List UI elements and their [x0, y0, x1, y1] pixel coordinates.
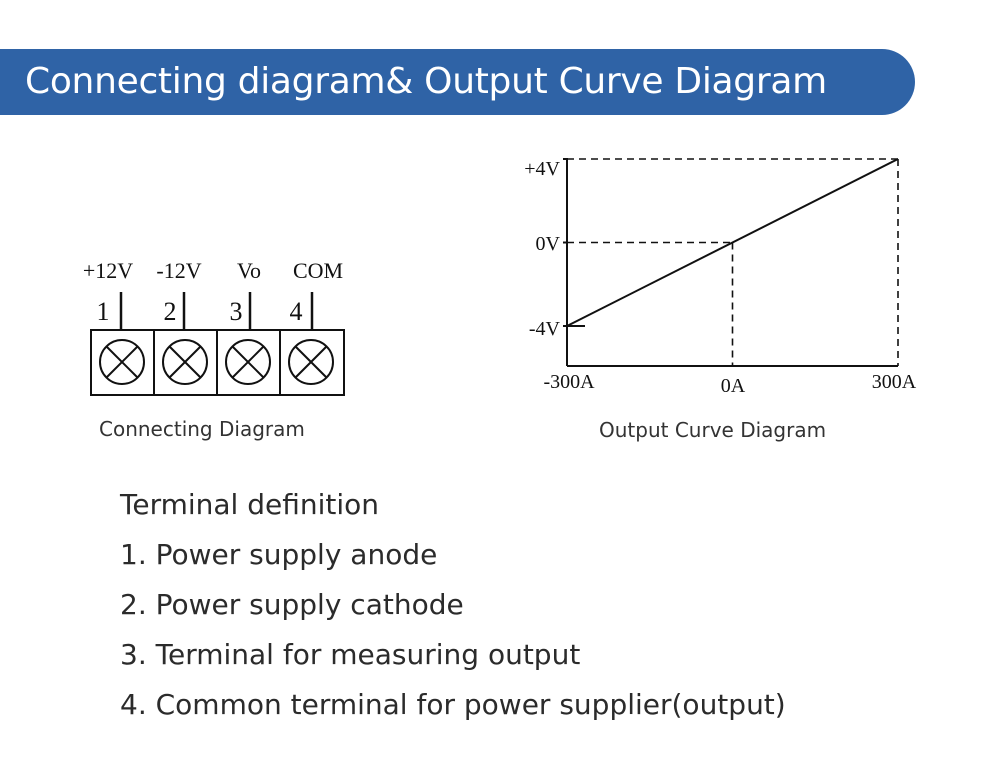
section-banner: Connecting diagram& Output Curve Diagram: [0, 49, 915, 115]
terminal-definition: Terminal definition 1. Power supply anod…: [120, 482, 786, 732]
y-tick-label: 0V: [536, 233, 561, 255]
screw-icon: [288, 339, 334, 385]
terminal-number-3: 3: [230, 297, 243, 326]
screw-icon: [99, 339, 145, 385]
terminal-number-1: 1: [97, 297, 110, 326]
x-tick-label: 0A: [721, 375, 746, 397]
output-line: [566, 158, 899, 327]
terminal-definition-item: 2. Power supply cathode: [120, 588, 464, 621]
connecting-diagram-caption: Connecting Diagram: [99, 417, 305, 441]
terminal-label-4: COM: [293, 258, 343, 283]
x-tick-label: 300A: [872, 371, 917, 393]
terminal-number-2: 2: [164, 297, 177, 326]
page-title: Connecting diagram& Output Curve Diagram: [25, 61, 827, 102]
terminal-definition-item: 1. Power supply anode: [120, 538, 438, 571]
connecting-diagram: +12V -12V Vo COM 1 2 3 4: [83, 258, 345, 396]
terminal-definition-item: 3. Terminal for measuring output: [120, 638, 581, 671]
terminal-number-4: 4: [290, 297, 303, 326]
y-tick-label: -4V: [529, 318, 561, 340]
screw-icon: [225, 339, 271, 385]
terminal-label-1: +12V: [83, 258, 133, 283]
terminal-definition-item: 4. Common terminal for power supplier(ou…: [120, 688, 786, 721]
output-curve-chart: +4V 0V -4V -300A 0A 300A: [524, 158, 917, 397]
screw-icon: [162, 339, 208, 385]
y-tick-label: +4V: [524, 158, 560, 180]
terminal-label-3: Vo: [237, 258, 261, 283]
terminal-label-2: -12V: [156, 258, 201, 283]
output-curve-caption: Output Curve Diagram: [599, 418, 827, 442]
terminal-definition-heading: Terminal definition: [120, 488, 380, 521]
x-tick-label: -300A: [543, 371, 595, 393]
